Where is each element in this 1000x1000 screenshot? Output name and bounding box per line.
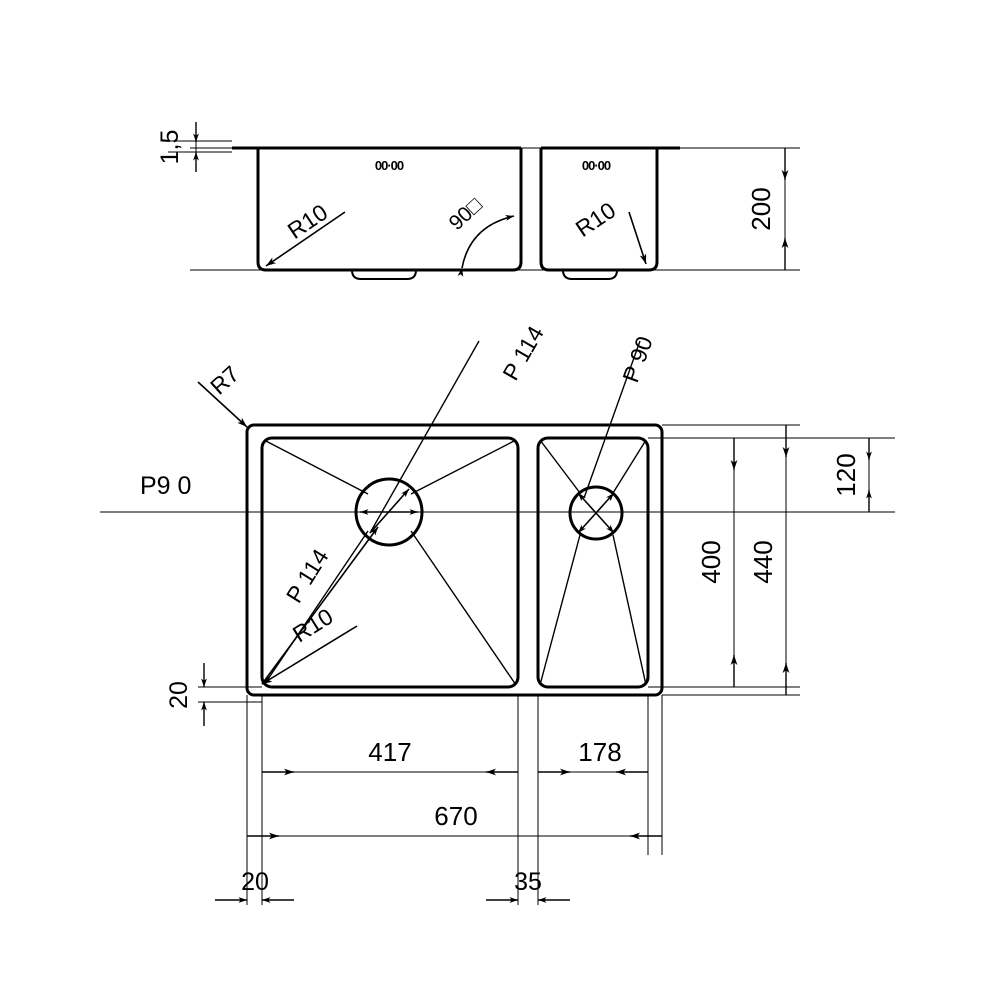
elevation-left-r10-leader <box>265 211 346 267</box>
plan-right-slope-bl <box>539 534 581 686</box>
plan-right-slope-br <box>612 534 647 686</box>
elevation-right-radius-label: R10 <box>571 197 621 242</box>
plan-right-waste-arrow-ne <box>595 492 615 514</box>
plan-right-slope-tr <box>612 439 647 494</box>
elevation-left-drain-boss <box>351 269 417 280</box>
plan-left-waste-center-label: P9 0 <box>140 472 191 500</box>
plan-right-slope-tl <box>539 439 581 494</box>
dim-400-label: 400 <box>696 540 726 583</box>
elevation-right-bowl-outline <box>539 148 659 272</box>
plan-right-waste-arrow-nw <box>577 492 597 514</box>
plan-p114-upper-arrow <box>369 488 410 534</box>
dim-20v-label: 20 <box>165 681 193 709</box>
plan-r7-leader <box>197 381 248 428</box>
plan-left-slope-br <box>410 530 517 686</box>
dim-178-label: 178 <box>578 737 621 767</box>
dim-417-label: 417 <box>368 737 411 767</box>
plan-left-bowl-opening <box>260 436 520 689</box>
plan-p90-leader <box>583 340 641 499</box>
plan-left-slope-tl <box>263 439 369 495</box>
thickness-label: 1,5 <box>156 130 184 165</box>
top-plan-view: P9 0 P 114 P 114 R10 R7 P 90 400 <box>100 321 895 905</box>
elevation-left-center-mark: 00·00 <box>375 158 404 173</box>
elevation-right-r10-leader <box>628 211 647 265</box>
plan-left-slope-tr <box>410 439 517 495</box>
plan-right-waste-circle <box>568 485 624 541</box>
front-elevation-view: 00·00 00·00 R10 R10 90□ 1,5 200 <box>156 122 800 280</box>
plan-outer-rim-rect <box>245 423 664 697</box>
plan-right-bowl-opening <box>536 436 650 689</box>
elevation-angle-label: 90□ <box>445 193 487 235</box>
dim-35-label: 35 <box>514 868 542 896</box>
elevation-angle-arc <box>457 215 515 277</box>
plan-p114-top-label: P 114 <box>497 321 549 384</box>
plan-p114-top-leader <box>369 340 480 534</box>
plan-right-waste-arrow-sw <box>577 512 597 534</box>
elevation-right-center-mark: 00·00 <box>582 158 611 173</box>
plan-inner-radius-label: R10 <box>288 603 338 647</box>
dim-20h-label: 20 <box>241 868 269 896</box>
plan-right-waste-arrow-se <box>595 512 615 534</box>
dim-120-label: 120 <box>831 453 861 496</box>
plan-r10-leader <box>261 625 358 685</box>
elevation-left-bowl-outline <box>256 148 523 272</box>
plan-left-slope-bl <box>263 530 369 686</box>
elevation-right-drain-boss <box>562 269 618 280</box>
dim-440-label: 440 <box>748 540 778 583</box>
dim-670-label: 670 <box>434 801 477 831</box>
plan-p114-lower-arrow <box>261 526 379 685</box>
plan-right-waste-diameter-label: P 90 <box>617 333 657 386</box>
height-label: 200 <box>746 187 776 230</box>
